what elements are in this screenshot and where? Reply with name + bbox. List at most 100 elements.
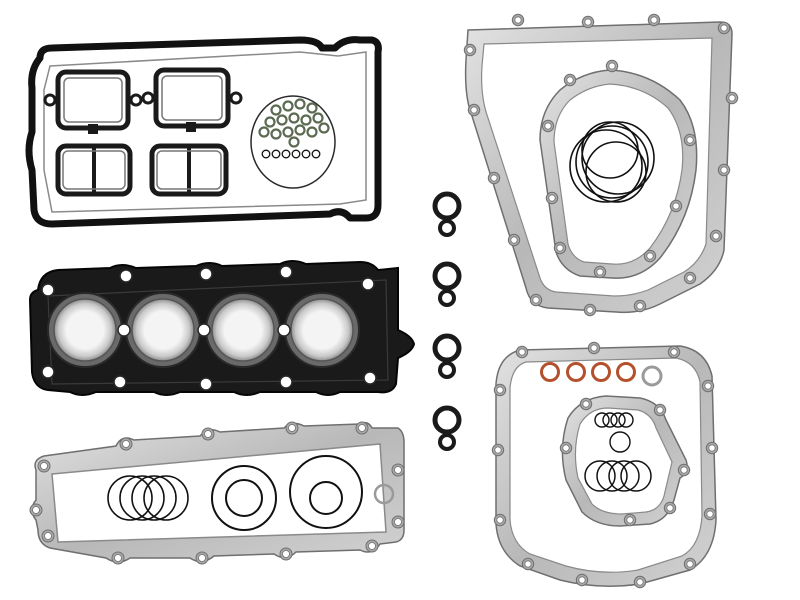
cover-oring: [581, 121, 655, 195]
valve-stem-seal: [258, 126, 270, 138]
head-bolt-holes: [41, 265, 377, 391]
cylinder-bore: [53, 298, 117, 362]
cover-bolt-hole: [510, 236, 518, 244]
cylinder-bore: [290, 298, 354, 362]
inner-cover-gasket-cutout: [553, 83, 684, 265]
small-seal-loop: [432, 333, 462, 363]
oil-pan-bolt-hole: [670, 348, 678, 356]
small-seal-loop: [432, 261, 462, 291]
small-seal-eye: [438, 361, 456, 379]
oil-pan-oring: [620, 460, 652, 492]
oil-pan-bolt-hole: [494, 446, 502, 454]
oil-pan-oring-small: [602, 412, 618, 428]
crankcase-bolt-hole: [32, 506, 40, 514]
cover-bolt-hole: [584, 18, 592, 26]
valve-cover-gasket-inner-line: [43, 51, 367, 213]
head-oring: [271, 149, 281, 159]
crankcase-orings: [107, 455, 395, 531]
oil-pan-bolt-hole: [496, 516, 504, 524]
oil-pan-bolt-hole: [708, 444, 716, 452]
oil-pan-bolt-hole: [496, 386, 504, 394]
head-bolt-hole: [117, 323, 131, 337]
cylinder-bores: [47, 292, 360, 368]
oil-pan-orings: [584, 412, 652, 492]
oil-pan-bolt-hole: [704, 382, 712, 390]
plug-well-gasket-2: [141, 67, 243, 132]
crankcase-oring: [107, 475, 153, 521]
valve-stem-seal: [294, 124, 306, 136]
cover-oring: [581, 121, 639, 179]
plug-well-gasket-3: [55, 143, 133, 197]
cover-orings: [569, 121, 655, 203]
crankcase-oring-small: [373, 483, 395, 505]
cover-bolt-hole: [596, 268, 604, 276]
cover-bolt-hole: [586, 306, 594, 314]
cover-bolt-hole: [686, 136, 694, 144]
oil-pan-bolt-hole: [524, 560, 532, 568]
head-bolt-hole: [199, 377, 213, 391]
crankcase-bolt-hole: [282, 550, 290, 558]
valve-stem-seal: [264, 116, 276, 128]
crankcase-oring-medium: [225, 479, 263, 517]
head-bolt-hole: [279, 375, 293, 389]
cover-bolt-hole: [720, 166, 728, 174]
crankcase-bolt-hole: [204, 430, 212, 438]
crankcase-bolt-hole: [368, 542, 376, 550]
head-bolt-hole: [363, 371, 377, 385]
head-bolt-hole: [361, 277, 375, 291]
oil-pan-bolt-hole: [656, 406, 664, 414]
oil-pan-oring: [584, 460, 616, 492]
valve-stem-seals: [258, 98, 330, 148]
oil-pan-oring-small: [594, 412, 610, 428]
head-bolt-hole: [199, 267, 213, 281]
cover-oring: [569, 129, 643, 203]
cover-bolt-hole: [470, 106, 478, 114]
oil-pan-bolt-hole: [636, 578, 644, 586]
oil-pan-bolt-hole: [706, 510, 714, 518]
oil-pan-bolt-holes: [491, 341, 719, 589]
oil-pan-oring-small: [610, 412, 626, 428]
valve-seal-bag-outline: [250, 95, 336, 189]
head-oring-grommets: [261, 149, 321, 159]
small-black-seal: [432, 333, 462, 379]
valve-stem-seal: [300, 114, 312, 126]
head-oring: [301, 149, 311, 159]
crankcase-bolt-hole: [288, 424, 296, 432]
crankcase-bolt-holes: [29, 421, 405, 565]
cylinder-head-gasket-bead: [47, 279, 389, 385]
copper-washer: [616, 362, 636, 382]
head-oring: [311, 149, 321, 159]
cover-bolt-hole: [532, 296, 540, 304]
plug-well-gasket-4: [149, 143, 229, 197]
oil-pan-bolt-hole: [518, 348, 526, 356]
cylinder-head-gasket: [28, 260, 416, 396]
valve-stem-seal: [288, 112, 300, 124]
head-bolt-hole: [41, 365, 55, 379]
small-seal-loop: [432, 191, 462, 221]
small-black-seal: [432, 405, 462, 451]
small-seal-eye: [438, 289, 456, 307]
valve-stem-seal: [288, 136, 300, 148]
cover-bolt-hole: [650, 16, 658, 24]
valve-cover-gasket: [25, 36, 382, 228]
oil-pan-oring: [596, 460, 628, 492]
plug-well-gasket-1: [43, 69, 143, 134]
head-oring: [291, 149, 301, 159]
crankcase-oring: [131, 475, 177, 521]
aluminum-washer: [641, 365, 663, 387]
copper-washer: [540, 362, 560, 382]
cover-bolt-hole: [636, 302, 644, 310]
crankcase-bolt-hole: [122, 440, 130, 448]
valve-stem-seal: [282, 126, 294, 138]
oil-pan-oring: [608, 460, 640, 492]
crankcase-gasket-cutout: [51, 443, 387, 543]
oil-pan-bolt-hole: [626, 516, 634, 524]
oil-pan-oring-small: [609, 431, 631, 453]
small-black-seals: [432, 191, 462, 451]
valve-stem-seal: [312, 112, 324, 124]
clutch-cover-gasket: [463, 13, 739, 317]
cover-bolt-hole: [566, 76, 574, 84]
valve-stem-seal: [306, 102, 318, 114]
cover-bolt-hole: [514, 16, 522, 24]
cover-bolt-hole: [728, 94, 736, 102]
